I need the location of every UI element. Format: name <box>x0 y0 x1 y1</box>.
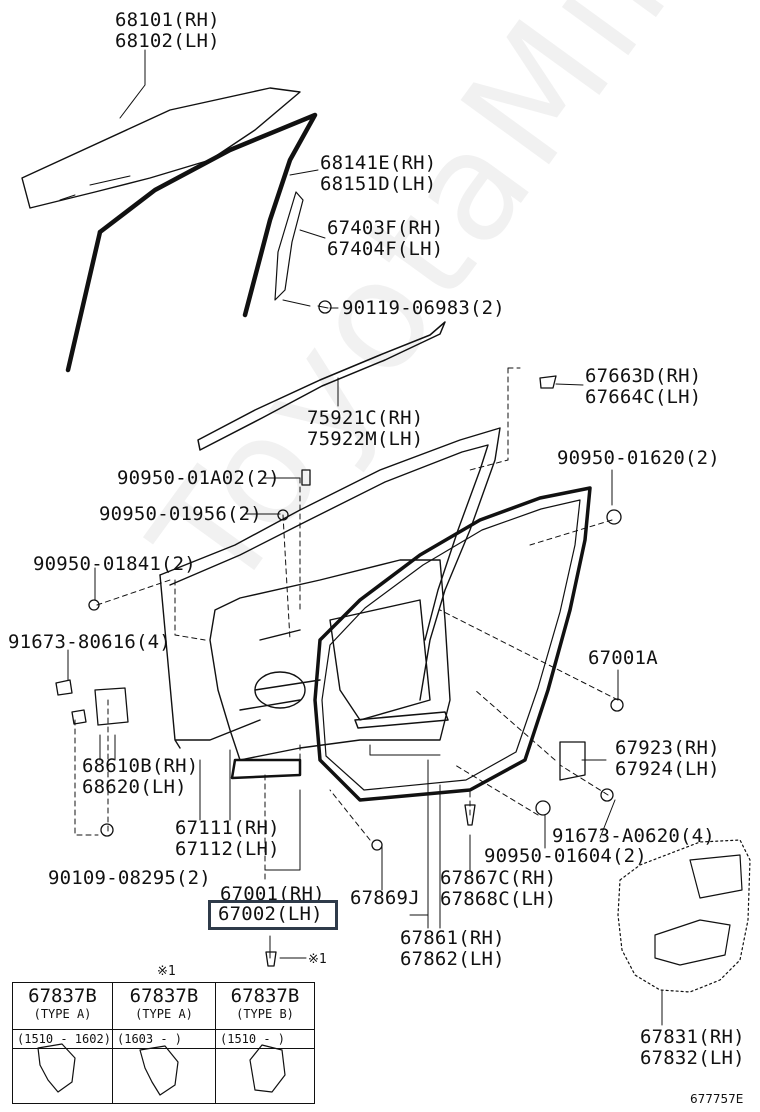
label-90109: 90109-08295(2) <box>48 867 211 889</box>
glass-run-channel <box>97 112 318 318</box>
label-90950-01841: 90950-01841(2) <box>33 553 196 575</box>
variant-cell-2: 67837B (TYPE A) (1603 - ) <box>112 982 216 1104</box>
label-67867: 67867C(RH) 67868C(LH) <box>440 867 557 910</box>
service-hole-cover <box>617 839 751 993</box>
variant-range: (1510 - 1602) <box>13 1029 112 1049</box>
label-90119: 90119-06983(2) <box>342 297 505 319</box>
highlight-box <box>208 900 338 930</box>
fasteners <box>55 300 624 967</box>
variant-part-number: 67837B <box>28 985 97 1007</box>
label-91673-a0620: 91673-A0620(4) <box>552 825 715 847</box>
division-bar <box>274 191 304 301</box>
table-note-mark: ※1 <box>157 964 176 979</box>
label-67002[interactable]: 67002(LH) <box>218 903 323 925</box>
label-90950-01a02: 90950-01A02(2) <box>117 467 280 489</box>
label-67111: 67111(RH) 67112(LH) <box>175 817 280 860</box>
label-67001: 67001(RH) <box>220 883 325 905</box>
door-frame <box>159 427 501 701</box>
label-67663: 67663D(RH) 67664C(LH) <box>585 365 702 408</box>
label-68141: 68141E(RH) 68151D(LH) <box>320 152 437 195</box>
label-67831: 67831(RH) 67832(LH) <box>640 1026 745 1069</box>
belt-moulding <box>197 321 446 451</box>
variant-cell-3: 67837B (TYPE B) (1510 - ) <box>215 982 315 1104</box>
variant-part-number: 67837B <box>230 985 300 1007</box>
label-67403: 67403F(RH) 67404F(LH) <box>327 217 444 260</box>
label-90950-01604: 90950-01604(2) <box>484 845 647 867</box>
label-67001a: 67001A <box>588 647 658 669</box>
door-weatherstrip <box>313 486 592 802</box>
variant-type: (TYPE A) <box>135 1007 193 1021</box>
note-mark: ※1 <box>308 952 327 967</box>
variant-cell-1: 67837B (TYPE A) (1510 - 1602) <box>12 982 113 1104</box>
label-68101: 68101(RH) 68102(LH) <box>115 9 220 52</box>
door-inner-panel <box>209 559 451 761</box>
variant-type: (TYPE B) <box>236 1007 294 1021</box>
service-hole <box>254 671 306 709</box>
variant-part-number: 67837B <box>129 985 199 1007</box>
variant-type: (TYPE A) <box>33 1007 92 1021</box>
label-67869: 67869J <box>350 887 420 909</box>
label-67861: 67861(RH) 67862(LH) <box>400 927 505 970</box>
diagram-code: 677757E <box>690 1092 744 1106</box>
label-75921: 75921C(RH) 75922M(LH) <box>307 407 424 450</box>
variant-range: (1603 - ) <box>113 1029 215 1049</box>
variant-range: (1510 - ) <box>216 1029 314 1049</box>
window-glass <box>21 87 301 209</box>
label-91673-80616: 91673-80616(4) <box>8 631 171 653</box>
label-90950-01620: 90950-01620(2) <box>557 447 720 469</box>
label-68610: 68610B(RH) 68620(LH) <box>82 755 199 798</box>
label-90950-01956: 90950-01956(2) <box>99 503 262 525</box>
label-67923: 67923(RH) 67924(LH) <box>615 737 720 780</box>
